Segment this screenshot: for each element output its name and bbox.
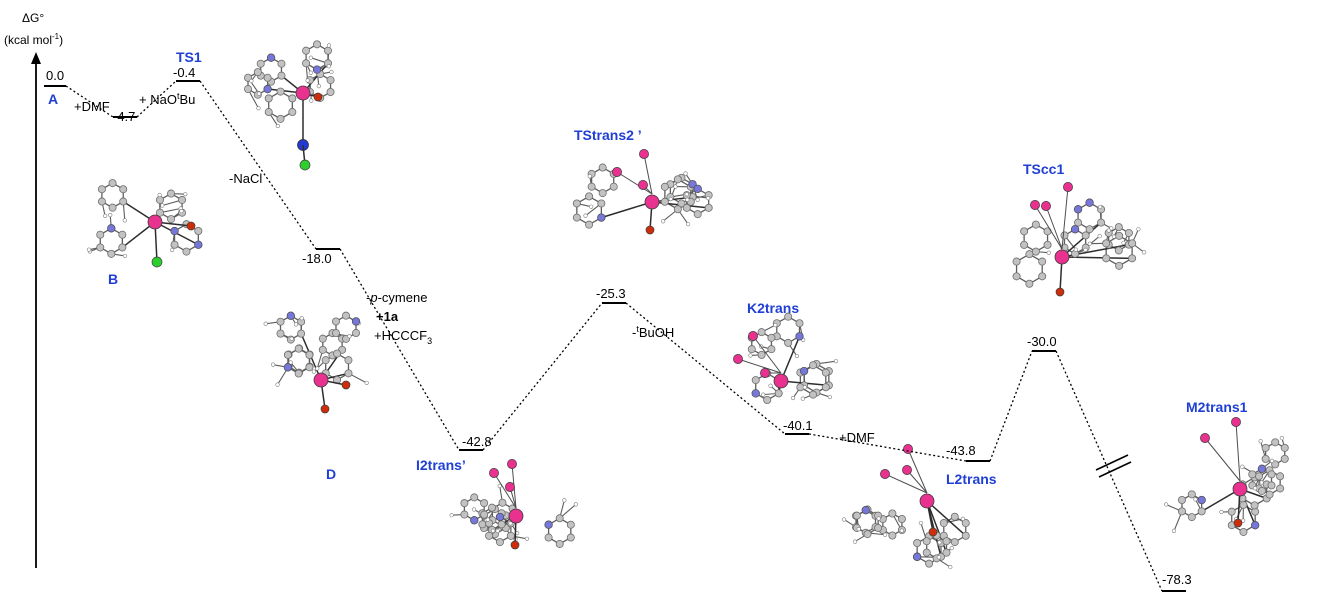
species-TS1: TS1: [176, 49, 202, 65]
molecule-structure-8: [841, 444, 970, 570]
step-hcccf3: +HCCCF3: [374, 328, 432, 346]
step-nacl: -NaCl: [229, 171, 262, 186]
molecule-structure-3: [263, 311, 369, 414]
species-D: D: [326, 466, 336, 482]
connectors: [65, 80, 1163, 592]
species-TStrans2: TStrans2 ’: [574, 127, 642, 143]
break-mark: [1095, 454, 1129, 471]
molecule-structure-5: [449, 459, 578, 550]
step-naotbu: + NaOtBu: [139, 91, 195, 107]
species-I2trans: I2trans’: [416, 457, 466, 473]
molecule-structure-4: [572, 149, 713, 235]
molecule-structure-7: [1012, 182, 1147, 297]
species-A: A: [48, 91, 58, 107]
molecule-structure-6: [733, 312, 839, 405]
energy-I2trans: -42.8: [462, 434, 492, 449]
axis-unit: (kcal mol-1): [4, 32, 63, 47]
energy-levels: [44, 80, 1186, 592]
energy-TS1: -0.4: [173, 65, 195, 80]
species-L2trans: L2trans: [946, 471, 997, 487]
y-axis-arrow: [31, 52, 41, 64]
energy-A: 0.0: [46, 68, 64, 83]
energy-int2: -18.0: [302, 251, 332, 266]
energy-M2trans1: -78.3: [1162, 572, 1192, 587]
energy-L2trans: -43.8: [946, 443, 976, 458]
axis-title: ΔG°: [22, 11, 44, 25]
energy-TStrans2: -25.3: [596, 286, 626, 301]
step-dmf2: +DMF: [839, 430, 875, 445]
break-mark: [1098, 461, 1132, 478]
step-dmf1: +DMF: [74, 99, 110, 114]
species-M2trans1: M2trans1: [1186, 399, 1248, 415]
species-K2trans: K2trans: [747, 300, 799, 316]
molecule-structure-1: [244, 40, 335, 171]
energy-TScc1: -30.0: [1027, 334, 1057, 349]
step-1a: +1a: [376, 309, 399, 324]
step-tbuoh: -tBuOH: [632, 324, 674, 340]
step-pcymene: -p-cymene: [366, 290, 427, 305]
molecular-structures: [86, 40, 1289, 570]
energy-int1: -4.7: [113, 109, 135, 124]
molecule-structure-9: [1163, 417, 1289, 536]
molecule-structure-2: [86, 179, 203, 268]
energy-int3: -40.1: [783, 418, 813, 433]
species-B: B: [108, 271, 118, 287]
species-TScc1: TScc1: [1023, 161, 1064, 177]
